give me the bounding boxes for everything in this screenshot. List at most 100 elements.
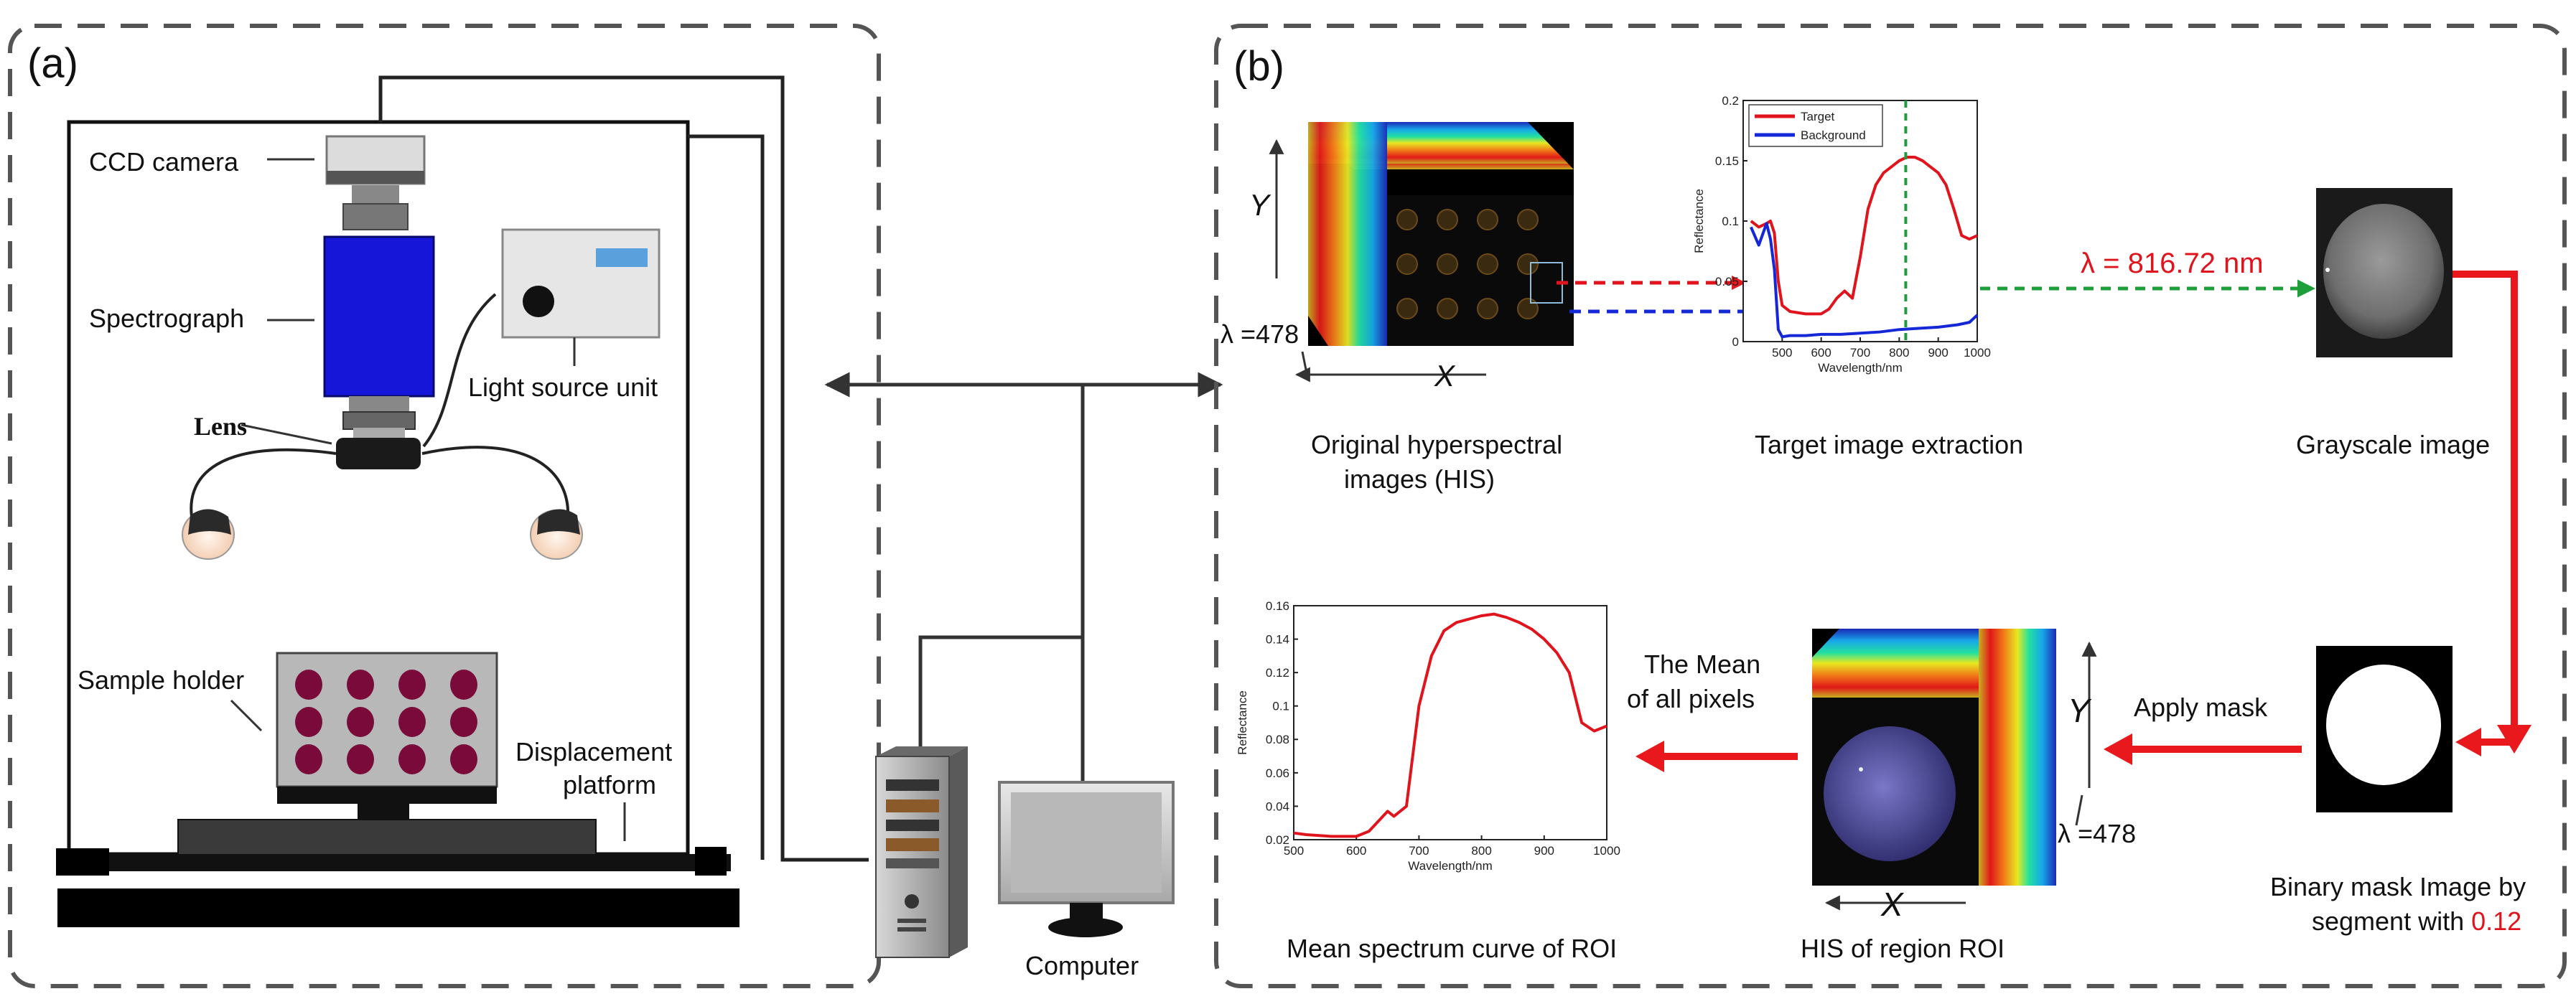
platform-label-1: Displacement (515, 737, 672, 766)
lens-label: Lens (194, 412, 247, 441)
sample-spot (1477, 209, 1498, 230)
x-tick-label: 600 (1346, 844, 1366, 858)
y-tick-label: 0.02 (1266, 833, 1289, 847)
sample-holder-label: Sample holder (78, 665, 244, 695)
roi-lambda-label: λ =478 (2058, 819, 2136, 848)
y-tick-label: 0.12 (1266, 666, 1289, 680)
y-tick-label: 0.1 (1272, 700, 1289, 713)
binary-threshold: 0.12 (2471, 906, 2521, 936)
sample-well (295, 670, 322, 700)
y-axis-title: Reflectance (1236, 690, 1249, 755)
his-x-axis-label: X (1434, 359, 1456, 393)
panel-b-label: (b) (1233, 43, 1284, 90)
sample-well (398, 670, 426, 700)
sample-spot (1396, 253, 1418, 275)
computer-tower (875, 746, 968, 958)
x-axis-title: Wavelength/nm (1818, 361, 1902, 375)
flow-arrow-down (2453, 271, 2518, 745)
y-tick-label: 0.1 (1722, 215, 1739, 228)
roi-cube (1812, 629, 2056, 886)
sample-wells (295, 670, 477, 774)
mean-caption: Mean spectrum curve of ROI (1287, 934, 1617, 963)
platform-label-2: platform (563, 770, 656, 799)
sample-spot (1517, 298, 1539, 319)
his-axes (1269, 139, 1486, 383)
sample-spot (1437, 253, 1458, 275)
computer-connections (824, 372, 1223, 781)
grayscale-caption: Grayscale image (2296, 430, 2490, 459)
x-tick-label: 700 (1409, 844, 1429, 858)
mean-arrow-head (1635, 741, 1664, 772)
binary-caption-2-text: segment with (2312, 906, 2471, 936)
panel-b-frame (1214, 24, 2567, 988)
extraction-caption: Target image extraction (1755, 430, 2023, 459)
series-line-0 (1750, 155, 1978, 316)
fiber-cables (190, 293, 570, 528)
sample-well (450, 707, 477, 737)
spectrograph (323, 235, 435, 398)
sample-well (295, 707, 322, 737)
x-tick-label: 900 (1534, 844, 1554, 858)
panel-a-label: (a) (27, 40, 78, 87)
computer-label: Computer (1025, 951, 1139, 980)
y-tick-label: 0.06 (1266, 766, 1289, 780)
y-tick-label: 0.05 (1715, 275, 1739, 289)
spectrograph-label: Spectrograph (89, 304, 244, 333)
roi-caption: HIS of region ROI (1801, 934, 2005, 963)
sample-well (295, 744, 322, 774)
flow-arrow-left-short-head (2455, 728, 2481, 756)
y-axis-title: Reflectance (1692, 189, 1706, 253)
sample-well (347, 744, 374, 774)
panel-a: (a) CCD camera Spectrograph Lens (8, 24, 881, 988)
computer-monitor (998, 781, 1175, 937)
y-tick-label: 0.2 (1722, 94, 1739, 108)
lens (336, 396, 421, 469)
his-caption-2: images (HIS) (1344, 464, 1495, 494)
y-tick-label: 0.15 (1715, 154, 1739, 168)
roi-y-axis-label: Y (2068, 692, 2092, 729)
x-tick-label: 1000 (1593, 844, 1620, 858)
y-tick-label: 0 (1732, 335, 1739, 349)
binary-caption-2: segment with 0.12 (2312, 906, 2521, 936)
x-tick-label: 1000 (1964, 346, 1991, 360)
sample-spots (1396, 209, 1539, 319)
mean-label-2: of all pixels (1627, 684, 1755, 713)
roi-x-axis-label: X (1880, 886, 1905, 923)
right-lamp (530, 509, 583, 560)
sample-well (398, 744, 426, 774)
signal-cables (378, 75, 869, 862)
light-source-unit (501, 228, 661, 339)
apply-mask-arrow-head (2104, 733, 2132, 765)
x-tick-label: 500 (1772, 346, 1792, 360)
mean-label-1: The Mean (1644, 649, 1760, 679)
x-axis-title: Wavelength/nm (1408, 859, 1492, 873)
binary-mask-image (2316, 646, 2453, 812)
sample-well (347, 670, 374, 700)
y-tick-label: 0.08 (1266, 733, 1289, 746)
sample-spot (1477, 298, 1498, 319)
binary-caption-1: Binary mask Image by (2270, 872, 2526, 901)
hyperspectral-cube (1308, 122, 1574, 346)
light-source-label: Light source unit (468, 372, 658, 402)
grayscale-image (2316, 188, 2453, 357)
series-line-0 (1293, 612, 1607, 838)
series-line-1 (1750, 222, 1979, 339)
x-tick-label: 600 (1811, 346, 1831, 360)
sample-spot (1517, 209, 1539, 230)
x-tick-label: 800 (1889, 346, 1909, 360)
sample-well (450, 670, 477, 700)
panel-b: (b) Y X λ =478 Original hyperspectral im… (1214, 24, 2567, 988)
x-tick-label: 900 (1928, 346, 1948, 360)
y-tick-label: 0.04 (1266, 799, 1289, 813)
y-tick-label: 0.14 (1266, 633, 1289, 647)
sample-spot (1477, 253, 1498, 275)
panel-a-frame (8, 24, 881, 988)
y-tick-label: 0.16 (1266, 599, 1289, 613)
apply-mask-label: Apply mask (2134, 693, 2268, 722)
sample-spot (1396, 298, 1418, 319)
x-tick-label: 500 (1284, 844, 1304, 858)
sample-spot (1517, 253, 1539, 275)
